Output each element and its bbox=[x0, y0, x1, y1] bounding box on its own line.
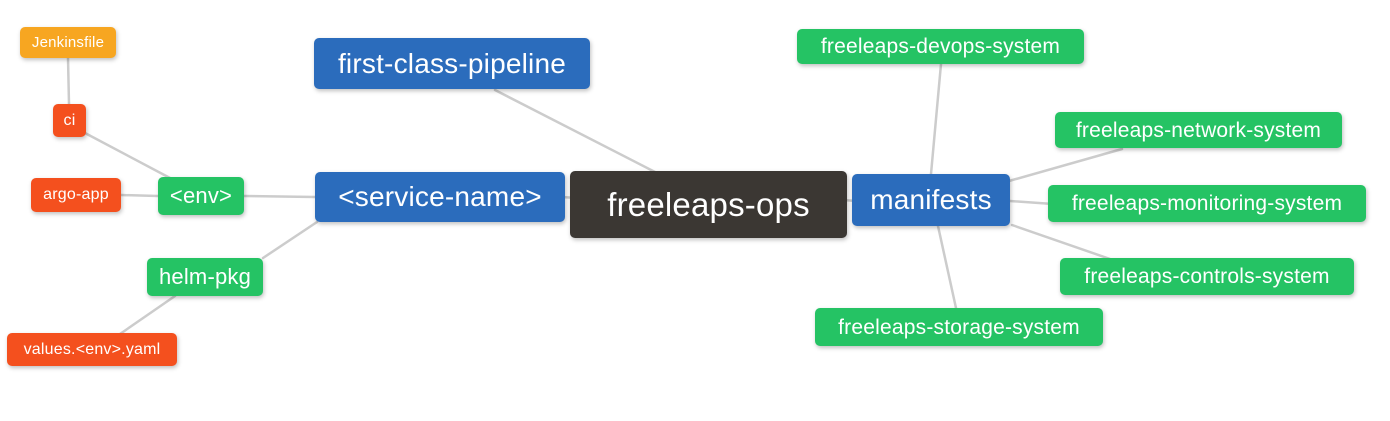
node-freeleaps-network-system[interactable]: freeleaps-network-system bbox=[1055, 112, 1342, 148]
edge-freeleaps-devops-system--manifests bbox=[929, 62, 943, 176]
node-jenkinsfile[interactable]: Jenkinsfile bbox=[20, 27, 116, 58]
node-service-name[interactable]: <service-name> bbox=[315, 172, 565, 222]
node-env[interactable]: <env> bbox=[158, 177, 244, 215]
edge-manifests--freeleaps-storage-system bbox=[936, 224, 958, 310]
node-helm-pkg[interactable]: helm-pkg bbox=[147, 258, 263, 296]
node-manifests[interactable]: manifests bbox=[852, 174, 1010, 226]
edge-argo-app--env bbox=[119, 193, 160, 198]
node-ci[interactable]: ci bbox=[53, 104, 86, 137]
edge-manifests--freeleaps-network-system bbox=[1007, 147, 1124, 183]
edge-service-name--helm-pkg bbox=[261, 220, 319, 260]
node-freeleaps-controls-system[interactable]: freeleaps-controls-system bbox=[1060, 258, 1354, 295]
node-first-class-pipeline[interactable]: first-class-pipeline bbox=[314, 38, 590, 89]
edge-first-class-pipeline--freeleaps-ops bbox=[493, 88, 657, 174]
edge-manifests--freeleaps-monitoring-system bbox=[1008, 199, 1055, 206]
edge-jenkinsfile--ci bbox=[66, 56, 71, 106]
node-values-env-yaml[interactable]: values.<env>.yaml bbox=[7, 333, 177, 366]
edge-helm-pkg--values-env-yaml bbox=[118, 294, 177, 336]
node-freeleaps-monitoring-system[interactable]: freeleaps-monitoring-system bbox=[1048, 185, 1366, 222]
node-argo-app[interactable]: argo-app bbox=[31, 178, 121, 212]
node-freeleaps-ops[interactable]: freeleaps-ops bbox=[570, 171, 847, 238]
node-freeleaps-devops-system[interactable]: freeleaps-devops-system bbox=[797, 29, 1084, 64]
edge-ci--env bbox=[83, 131, 172, 180]
node-freeleaps-storage-system[interactable]: freeleaps-storage-system bbox=[815, 308, 1103, 346]
edge-manifests--freeleaps-controls-system bbox=[1010, 223, 1112, 261]
edge-env--service-name bbox=[242, 194, 317, 199]
